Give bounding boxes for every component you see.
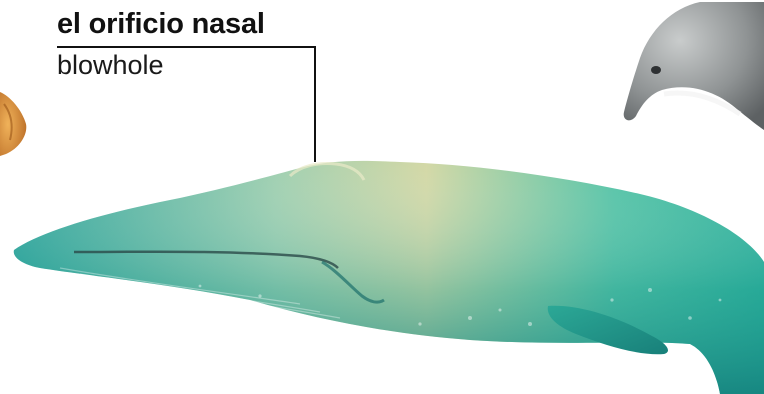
blowhole-label: el orificio nasal blowhole bbox=[57, 6, 317, 82]
label-spanish: el orificio nasal bbox=[57, 6, 317, 42]
fish-icon bbox=[0, 92, 26, 156]
dolphin-icon bbox=[624, 2, 764, 130]
label-english: blowhole bbox=[57, 48, 317, 82]
blue-whale-icon bbox=[14, 161, 764, 394]
